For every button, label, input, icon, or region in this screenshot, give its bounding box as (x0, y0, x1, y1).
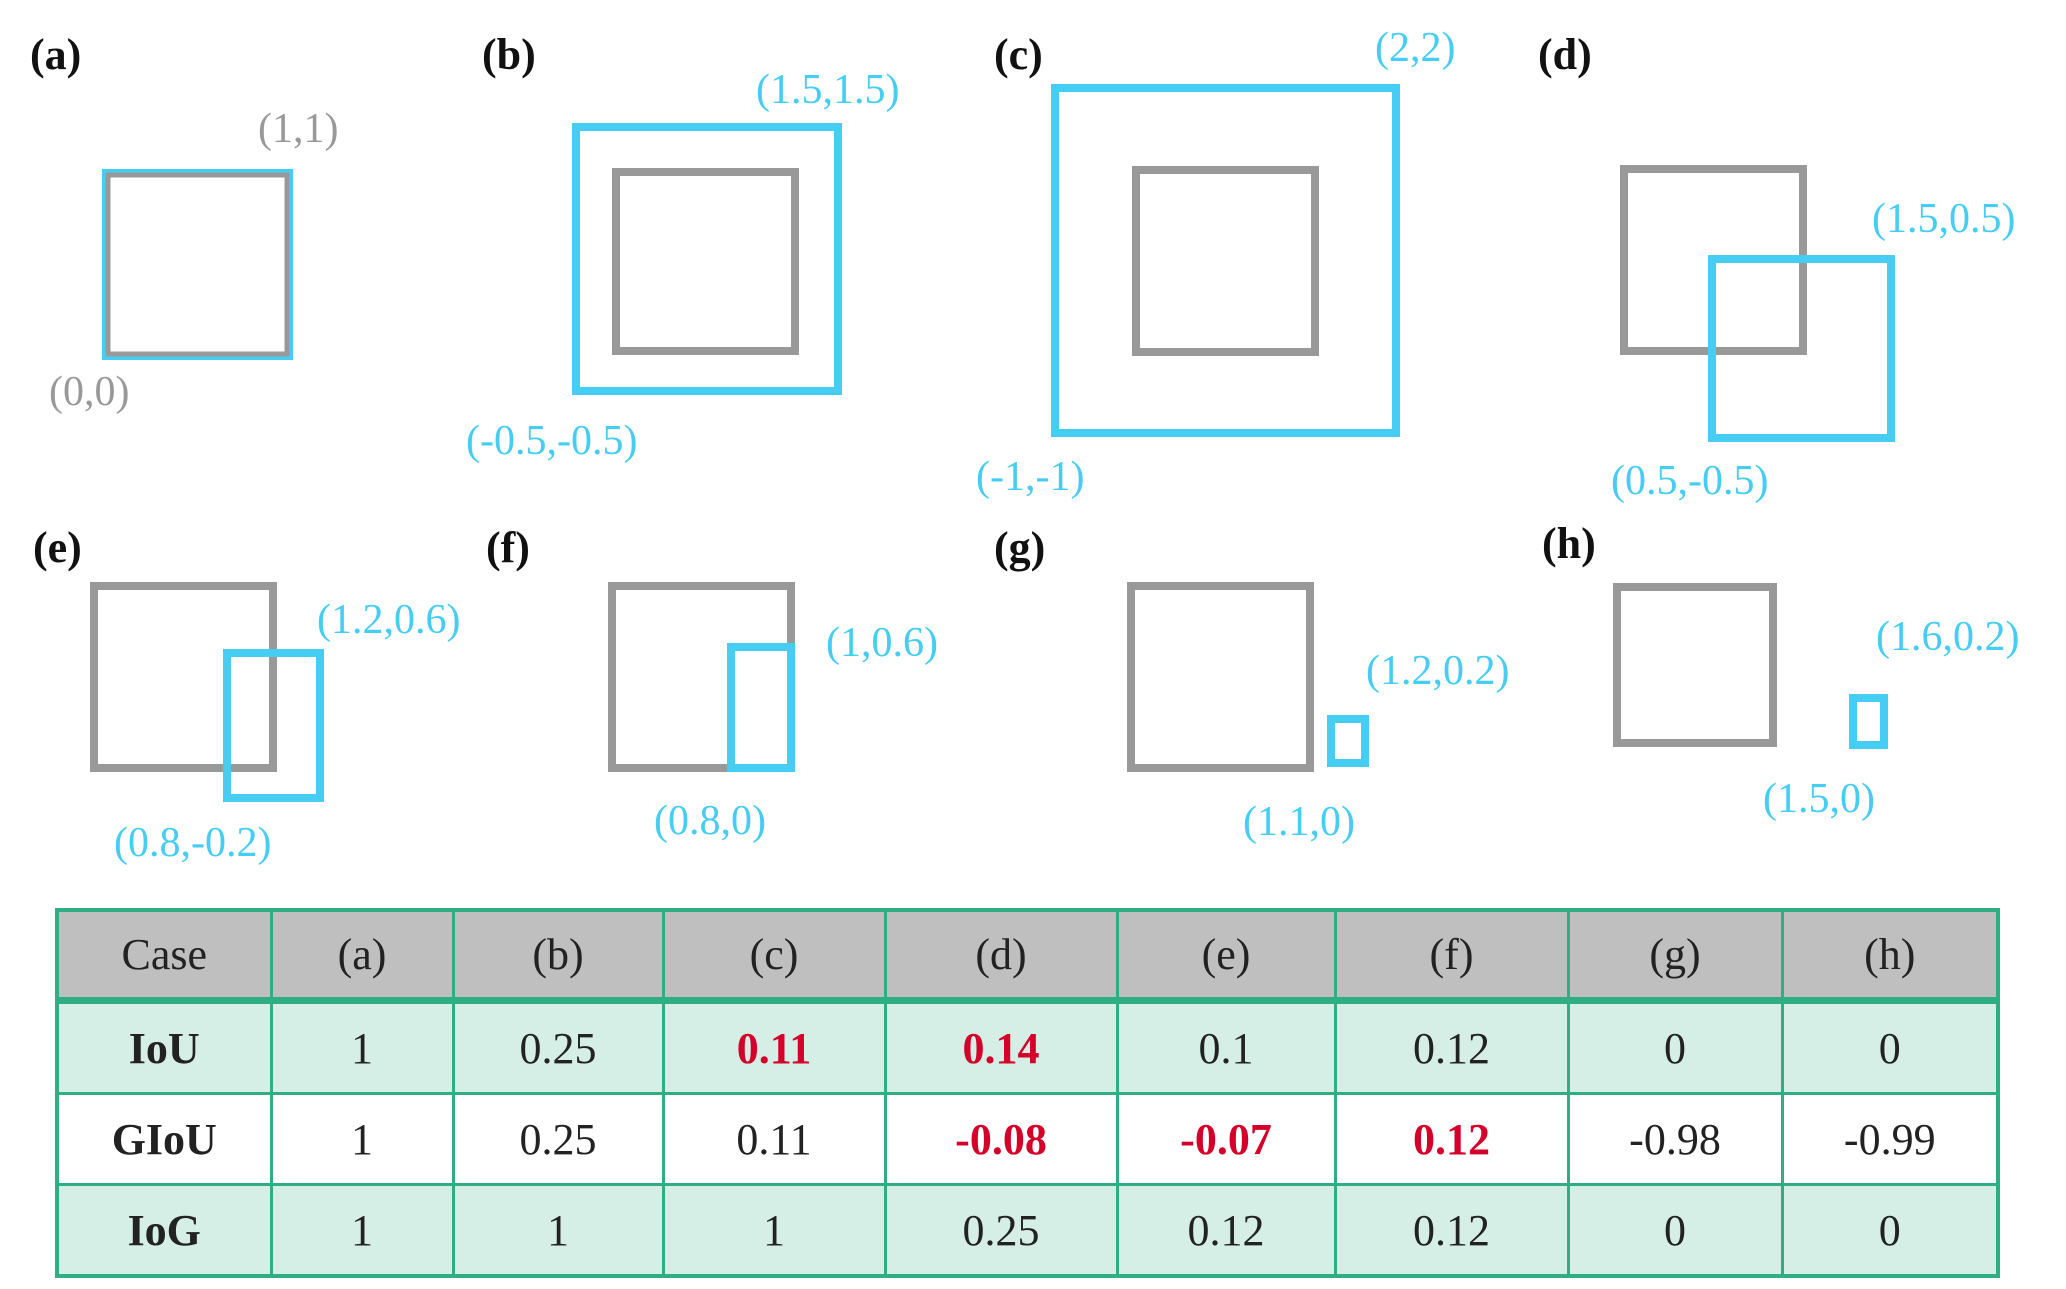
panel-c: (c) (2,2) (-1,-1) (976, 25, 1455, 500)
table-row-iog: IoG 1 1 1 0.25 0.12 0.12 0 0 (55, 1183, 2000, 1278)
top-right-coordinate: (1.2,0.6) (317, 597, 460, 643)
predicted-box (727, 643, 795, 772)
bounding-box-diagram: (a) (1,1) (0,0) (b) (1.5,1.5) (-0.5,-0.5… (30, 25, 2019, 866)
predicted-box (1051, 84, 1400, 437)
header-cell: (e) (1115, 908, 1337, 1004)
panel-b: (b) (1.5,1.5) (-0.5,-0.5) (466, 30, 899, 464)
table-row-giou: GIoU 1 0.25 0.11 -0.08 -0.07 0.12 -0.98 … (55, 1092, 2000, 1186)
panel-label: (e) (33, 523, 82, 572)
panel-label: (b) (482, 30, 536, 79)
table-cell: 0 (1780, 1183, 2000, 1278)
table-cell: 0 (1780, 999, 2000, 1095)
table-row-iou: IoU 1 0.25 0.11 0.14 0.1 0.12 0 0 (55, 999, 2000, 1095)
metric-name: IoG (55, 1183, 273, 1278)
panel-e: (e) (1.2,0.6) (0.8,-0.2) (33, 523, 460, 866)
table-cell: 0.25 (883, 1183, 1119, 1278)
panel-label: (a) (30, 30, 81, 79)
table-cell: 1 (661, 1183, 887, 1278)
top-right-coordinate: (1,1) (258, 106, 338, 152)
top-right-coordinate: (1.5,1.5) (756, 67, 899, 113)
table-cell: 0 (1566, 1183, 1784, 1278)
table-cell: 0.1 (1115, 999, 1337, 1095)
bottom-left-coordinate: (1.5,0) (1763, 776, 1875, 822)
header-cell: Case (55, 908, 273, 1004)
predicted-box (1708, 255, 1895, 442)
panel-f: (f) (1,0.6) (0.8,0) (486, 523, 938, 844)
ground-truth-box (612, 168, 799, 355)
table-cell: 0.12 (1115, 1183, 1337, 1278)
table-cell: 0.25 (451, 999, 665, 1095)
header-cell: (h) (1780, 908, 2000, 1004)
top-right-coordinate: (1.6,0.2) (1876, 614, 2019, 660)
ground-truth-box (105, 172, 290, 357)
bottom-left-coordinate: (0,0) (49, 369, 129, 415)
panel-label: (g) (994, 523, 1045, 572)
ground-truth-box (1613, 583, 1777, 747)
panel-label: (c) (994, 30, 1043, 79)
panel-label: (f) (486, 523, 530, 572)
top-right-coordinate: (1.5,0.5) (1872, 196, 2015, 242)
panel-label: (d) (1538, 30, 1592, 79)
metric-name: IoU (55, 999, 273, 1095)
table-cell-highlighted: 0.14 (883, 999, 1119, 1095)
table-cell: 0 (1566, 999, 1784, 1095)
table-cell: 0.25 (451, 1092, 665, 1186)
top-right-coordinate: (2,2) (1375, 25, 1455, 71)
table-cell: 0.12 (1333, 999, 1570, 1095)
ground-truth-box (608, 582, 795, 772)
bottom-left-coordinate: (1.1,0) (1243, 799, 1355, 845)
table-header-row: Case (a) (b) (c) (d) (e) (f) (g) (h) (55, 908, 2000, 1004)
panel-h: (h) (1.6,0.2) (1.5,0) (1542, 519, 2019, 822)
panel-d: (d) (1.5,0.5) (0.5,-0.5) (1538, 30, 2015, 504)
predicted-box (1849, 694, 1888, 749)
table-cell: 1 (269, 999, 455, 1095)
table-cell: 0.12 (1333, 1183, 1570, 1278)
header-cell: (c) (661, 908, 887, 1004)
header-cell: (f) (1333, 908, 1570, 1004)
ground-truth-box (1132, 166, 1319, 356)
bottom-left-coordinate: (-1,-1) (976, 454, 1084, 500)
table-cell: 1 (451, 1183, 665, 1278)
header-cell: (b) (451, 908, 665, 1004)
header-cell: (g) (1566, 908, 1784, 1004)
predicted-box (572, 123, 842, 395)
bottom-left-coordinate: (-0.5,-0.5) (466, 418, 637, 464)
bottom-left-coordinate: (0.5,-0.5) (1611, 458, 1768, 504)
panel-label: (h) (1542, 519, 1596, 568)
predicted-box (1327, 715, 1369, 767)
table-cell: 0.11 (661, 1092, 887, 1186)
bottom-left-coordinate: (0.8,0) (654, 798, 766, 844)
header-cell: (d) (883, 908, 1119, 1004)
top-right-coordinate: (1.2,0.2) (1366, 648, 1509, 694)
predicted-box (223, 649, 324, 802)
ground-truth-box (90, 582, 277, 772)
table-cell-highlighted: 0.11 (661, 999, 887, 1095)
panel-a: (a) (1,1) (0,0) (30, 30, 338, 415)
metric-name: GIoU (55, 1092, 273, 1186)
results-table: Case (a) (b) (c) (d) (e) (f) (g) (h) IoU… (55, 908, 2000, 1278)
table-cell: -0.99 (1780, 1092, 2000, 1186)
table-cell-highlighted: 0.12 (1333, 1092, 1570, 1186)
panel-g: (g) (1.2,0.2) (1.1,0) (994, 523, 1509, 845)
ground-truth-box (1127, 582, 1314, 772)
top-right-coordinate: (1,0.6) (826, 620, 938, 666)
table-cell-highlighted: -0.07 (1115, 1092, 1337, 1186)
table-cell: -0.98 (1566, 1092, 1784, 1186)
bottom-left-coordinate: (0.8,-0.2) (114, 820, 271, 866)
header-cell: (a) (269, 908, 455, 1004)
table-cell: 1 (269, 1092, 455, 1186)
table-cell-highlighted: -0.08 (883, 1092, 1119, 1186)
predicted-box (102, 169, 293, 360)
table-cell: 1 (269, 1183, 455, 1278)
